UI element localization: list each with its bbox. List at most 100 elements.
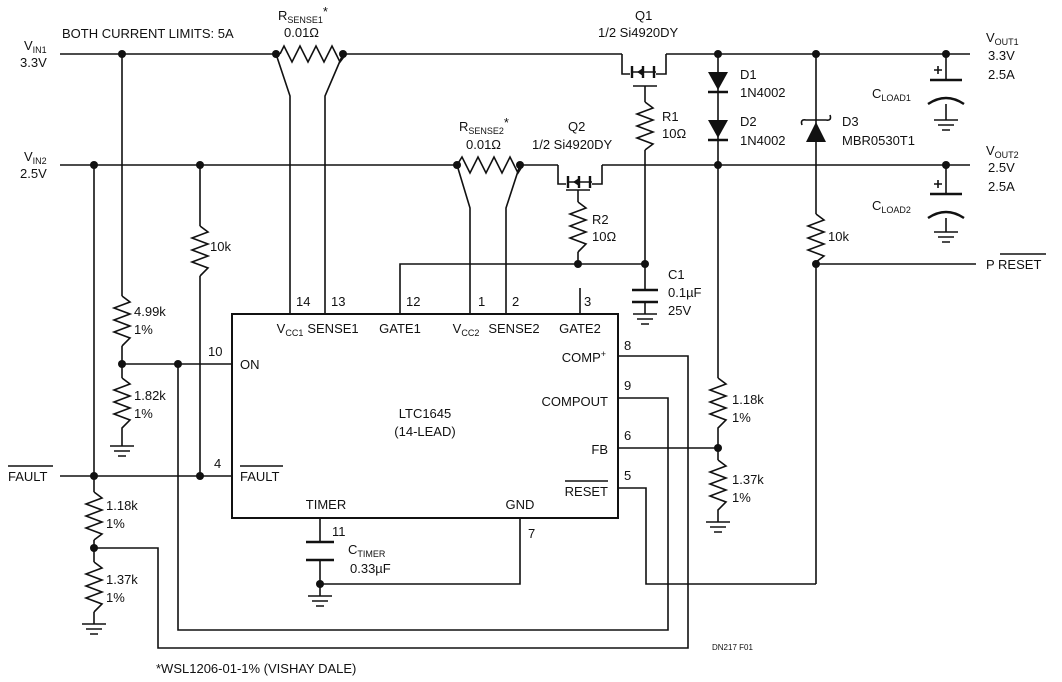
pin-fb-label: FB xyxy=(591,442,608,457)
pin-sense2-label: SENSE2 xyxy=(488,321,539,336)
r-4-99k-value: 4.99k xyxy=(134,304,166,319)
pin-gnd-label: GND xyxy=(506,497,535,512)
r-1-82k-resistor xyxy=(111,377,133,434)
pin-9-number: 9 xyxy=(624,378,631,393)
vout1-current: 2.5A xyxy=(988,67,1015,82)
vout1-voltage: 3.3V xyxy=(988,48,1015,63)
pin-4-number: 4 xyxy=(214,456,221,471)
c-load2-capacitor xyxy=(927,180,965,220)
ctimer-value: 0.33µF xyxy=(350,561,391,576)
r2-name: R2 xyxy=(592,212,609,227)
doc-id: DN217 F01 xyxy=(712,643,753,652)
vin2-value: 2.5V xyxy=(20,166,47,181)
pin-1-number: 1 xyxy=(478,294,485,309)
c1-capacitor xyxy=(632,288,658,304)
r2-resistor xyxy=(567,201,589,253)
r1-resistor xyxy=(634,101,656,151)
pin-6-number: 6 xyxy=(624,428,631,443)
vin2-label: VIN2 xyxy=(24,149,47,166)
d1-diode xyxy=(708,72,728,94)
r-1-18k-left-value: 1.18k xyxy=(106,498,138,513)
r-4-99k-resistor xyxy=(111,295,133,347)
d1-part: 1N4002 xyxy=(740,85,786,100)
pin-2-number: 2 xyxy=(512,294,519,309)
footnote: *WSL1206-01-1% (VISHAY DALE) xyxy=(156,661,356,676)
wires xyxy=(60,53,976,649)
q2-part: 1/2 Si4920DY xyxy=(532,137,613,152)
rsense2-value: 0.01Ω xyxy=(466,137,501,152)
r1-name: R1 xyxy=(662,109,679,124)
ctimer-label: CTIMER xyxy=(348,542,386,559)
rsense1-resistor xyxy=(279,44,350,64)
vout2-voltage: 2.5V xyxy=(988,160,1015,175)
vin1-label: VIN1 xyxy=(24,38,47,55)
ground-symbols xyxy=(82,119,958,635)
vout1-label: VOUT1 xyxy=(986,30,1019,47)
q1-name: Q1 xyxy=(635,8,652,23)
pin-vcc1-label: VCC1 xyxy=(277,321,304,338)
preset-label: P RESET xyxy=(986,257,1041,272)
r1-value: 10Ω xyxy=(662,126,686,141)
r-1-37k-right-tol: 1% xyxy=(732,490,751,505)
pin-13-number: 13 xyxy=(331,294,345,309)
c-timer-capacitor xyxy=(306,540,334,562)
r-10k-left-resistor xyxy=(189,225,211,277)
pin-gate1-label: GATE1 xyxy=(379,321,421,336)
r-1-18k-left-resistor xyxy=(83,491,105,541)
fault-input-label: FAULT xyxy=(8,469,48,484)
r-1-18k-right-resistor xyxy=(707,377,729,432)
c1-value: 0.1µF xyxy=(668,285,702,300)
pin-gate2-label: GATE2 xyxy=(559,321,601,336)
pin-timer-label: TIMER xyxy=(306,497,346,512)
r-1-37k-left-tol: 1% xyxy=(106,590,125,605)
vout2-label: VOUT2 xyxy=(986,143,1019,160)
rsense2-resistor xyxy=(456,155,527,175)
d2-name: D2 xyxy=(740,114,757,129)
cload1-label: CLOAD1 xyxy=(872,86,911,103)
pin-12-number: 12 xyxy=(406,294,420,309)
r-10k-left-value: 10k xyxy=(210,239,231,254)
pin-7-number: 7 xyxy=(528,526,535,541)
pin-14-number: 14 xyxy=(296,294,310,309)
pin-5-number: 5 xyxy=(624,468,631,483)
r-1-37k-left-resistor xyxy=(83,561,105,613)
r-1-18k-right-value: 1.18k xyxy=(732,392,764,407)
ic-package: (14-LEAD) xyxy=(394,424,455,439)
r-1-82k-tol: 1% xyxy=(134,406,153,421)
pin-11-number: 11 xyxy=(332,524,346,539)
q1-mosfet xyxy=(621,54,667,87)
d1-name: D1 xyxy=(740,67,757,82)
pin-3-number: 3 xyxy=(584,294,591,309)
ic-name: LTC1645 xyxy=(399,406,452,421)
d2-diode xyxy=(708,120,728,142)
d2-part: 1N4002 xyxy=(740,133,786,148)
r-1-18k-right-tol: 1% xyxy=(732,410,751,425)
rsense1-value: 0.01Ω xyxy=(284,25,319,40)
ic-ltc1645 xyxy=(231,313,619,519)
r-1-37k-left-value: 1.37k xyxy=(106,572,138,587)
pin-vcc2-label: VCC2 xyxy=(453,321,480,338)
r-10k-right-resistor xyxy=(805,213,827,263)
vout2-current: 2.5A xyxy=(988,179,1015,194)
q1-part: 1/2 Si4920DY xyxy=(598,25,679,40)
pin-10-number: 10 xyxy=(208,344,222,359)
r-1-18k-left-tol: 1% xyxy=(106,516,125,531)
c1-name: C1 xyxy=(668,267,685,282)
r-10k-right-value: 10k xyxy=(828,229,849,244)
r-1-37k-right-value: 1.37k xyxy=(732,472,764,487)
pin-fault-label: FAULT xyxy=(240,469,280,484)
c-load1-capacitor xyxy=(927,66,965,106)
r-1-37k-right-resistor xyxy=(707,459,729,512)
current-limits-note: BOTH CURRENT LIMITS: 5A xyxy=(62,26,234,41)
d3-part: MBR0530T1 xyxy=(842,133,915,148)
q2-name: Q2 xyxy=(568,119,585,134)
d3-name: D3 xyxy=(842,114,859,129)
pin-compout-label: COMPOUT xyxy=(542,394,609,409)
pin-8-number: 8 xyxy=(624,338,631,353)
c1-voltage: 25V xyxy=(668,303,691,318)
cload2-label: CLOAD2 xyxy=(872,198,911,215)
rsense1-label: RSENSE1* xyxy=(278,4,328,25)
pin-comp-plus-label: COMP+ xyxy=(562,349,606,365)
q2-mosfet xyxy=(557,165,603,191)
